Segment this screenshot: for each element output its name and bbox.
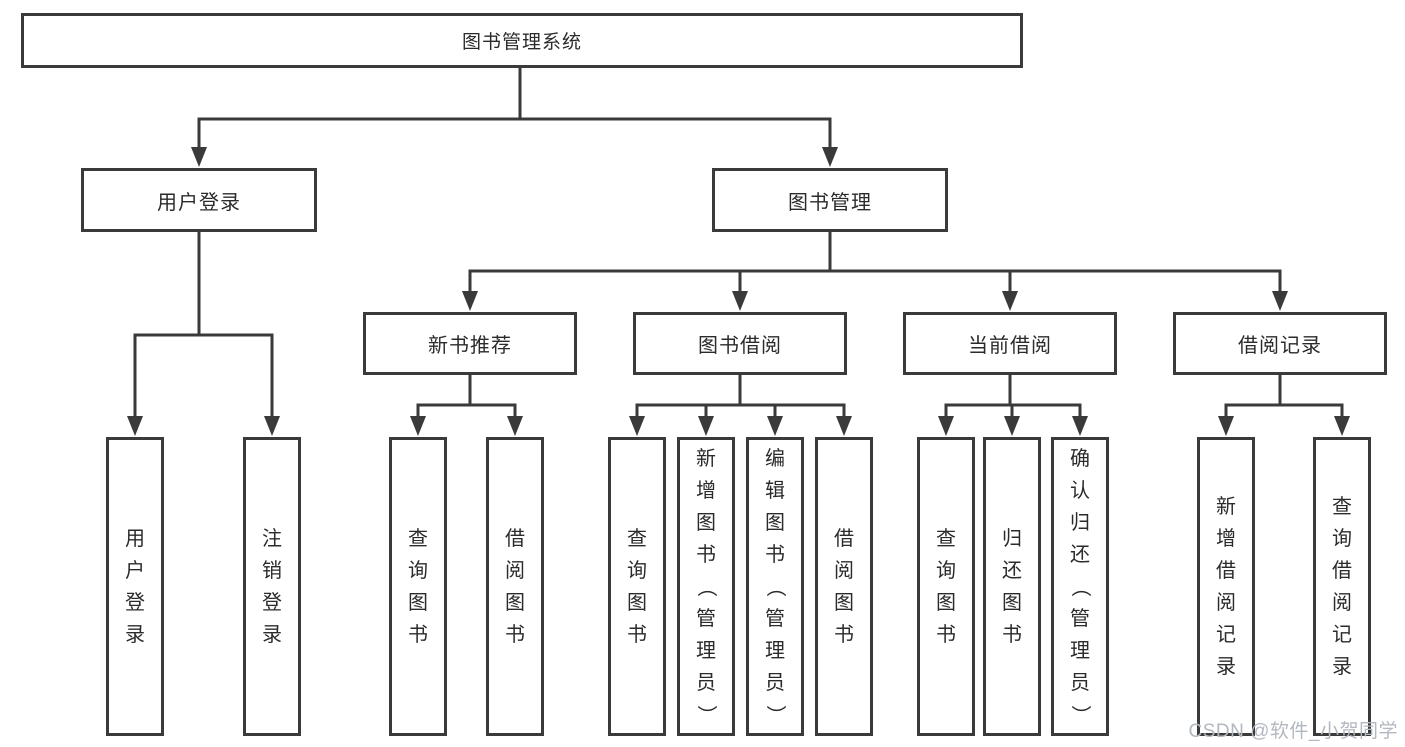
node-confirm-return-admin: 确认归还（管理员） (1051, 437, 1109, 736)
node-query-borrow-record: 查询借阅记录 (1313, 437, 1371, 736)
node-query-books-recommend: 查询图书 (389, 437, 447, 736)
node-borrow-books-recommend: 借阅图书 (486, 437, 544, 736)
node-add-borrow-record: 新增借阅记录 (1197, 437, 1255, 736)
node-book-management: 图书管理 (712, 168, 948, 232)
node-borrowing-records: 借阅记录 (1173, 312, 1387, 375)
node-current-borrowing: 当前借阅 (903, 312, 1117, 375)
watermark: CSDN @软件_小贺同学 (1188, 721, 1398, 742)
node-add-books-admin: 新增图书（管理员） (677, 437, 735, 736)
node-leaf-logout: 注销登录 (243, 437, 301, 736)
node-root: 图书管理系统 (21, 13, 1023, 68)
node-leaf-user-login: 用户登录 (106, 437, 164, 736)
node-query-books-borrowing: 查询图书 (608, 437, 666, 736)
node-edit-books-admin: 编辑图书（管理员） (746, 437, 804, 736)
node-return-books: 归还图书 (983, 437, 1041, 736)
node-new-book-recommend: 新书推荐 (363, 312, 577, 375)
node-user-login: 用户登录 (81, 168, 317, 232)
node-book-borrowing: 图书借阅 (633, 312, 847, 375)
node-borrow-books-borrowing: 借阅图书 (815, 437, 873, 736)
node-query-books-current: 查询图书 (917, 437, 975, 736)
